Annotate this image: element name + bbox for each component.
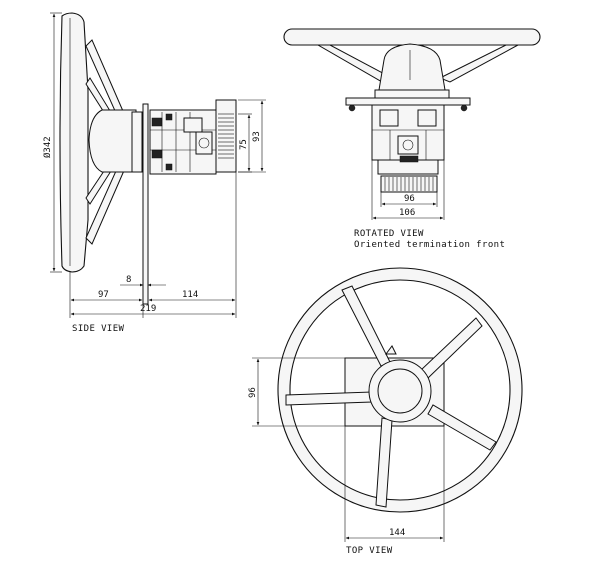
dim-height-93: 93 xyxy=(238,99,266,173)
rotated-flange xyxy=(345,97,471,106)
side-wheel-rim xyxy=(59,12,89,273)
side-mounting-plate xyxy=(142,103,149,305)
side-mechanism xyxy=(149,99,237,175)
rotated-view-caption-line2: Oriented termination front xyxy=(354,240,505,250)
dim-height-93-label: 93 xyxy=(252,131,262,142)
dim-len-219-label: 219 xyxy=(140,304,156,314)
top-spokes xyxy=(285,285,497,508)
dim-rotated-width-106: 106 xyxy=(372,208,444,220)
dim-len-114-label: 114 xyxy=(182,290,198,300)
rotated-view: 96 106 ROTATED VIEW Oriented termination… xyxy=(283,28,541,250)
dim-top-width-144: 144 xyxy=(344,426,445,542)
rotated-wheel-rim xyxy=(283,28,541,46)
rotated-spoke-right xyxy=(438,44,519,83)
dim-top-height-96-label: 96 xyxy=(248,387,258,398)
dim-diameter: Ø342 xyxy=(42,12,62,273)
dim-top-height-96: 96 xyxy=(248,357,345,427)
top-wheel-rim xyxy=(277,267,523,513)
dim-height-75: 75 xyxy=(238,113,252,173)
rotated-hub xyxy=(377,43,447,97)
dim-len-97-label: 97 xyxy=(98,290,109,300)
dim-depth-8: 8 xyxy=(120,275,166,287)
top-view: 96 144 TOP VIEW xyxy=(248,267,523,556)
dim-len-97: 97 xyxy=(70,290,143,302)
rotated-mechanism xyxy=(371,104,445,175)
dim-len-219: 219 xyxy=(70,304,236,316)
top-hub-inner xyxy=(377,368,423,414)
dim-rotated-width-96: 96 xyxy=(381,194,437,206)
side-view-caption: SIDE VIEW xyxy=(72,324,125,334)
dim-rotated-width-96-label: 96 xyxy=(404,194,415,204)
top-view-caption: TOP VIEW xyxy=(346,546,393,556)
dim-rotated-width-106-label: 106 xyxy=(399,208,415,218)
dim-len-114: 114 xyxy=(148,290,236,302)
rotated-terminal-strip xyxy=(380,175,438,193)
side-view: Ø342 93 75 8 97 xyxy=(42,12,266,334)
dim-diameter-label: Ø342 xyxy=(42,136,53,158)
side-hub xyxy=(88,109,137,173)
dim-height-75-label: 75 xyxy=(239,139,249,150)
dim-depth-8-label: 8 xyxy=(126,275,131,285)
rotated-view-caption-line1: ROTATED VIEW xyxy=(354,229,424,239)
dim-top-width-144-label: 144 xyxy=(389,528,405,538)
side-collar xyxy=(131,111,143,173)
